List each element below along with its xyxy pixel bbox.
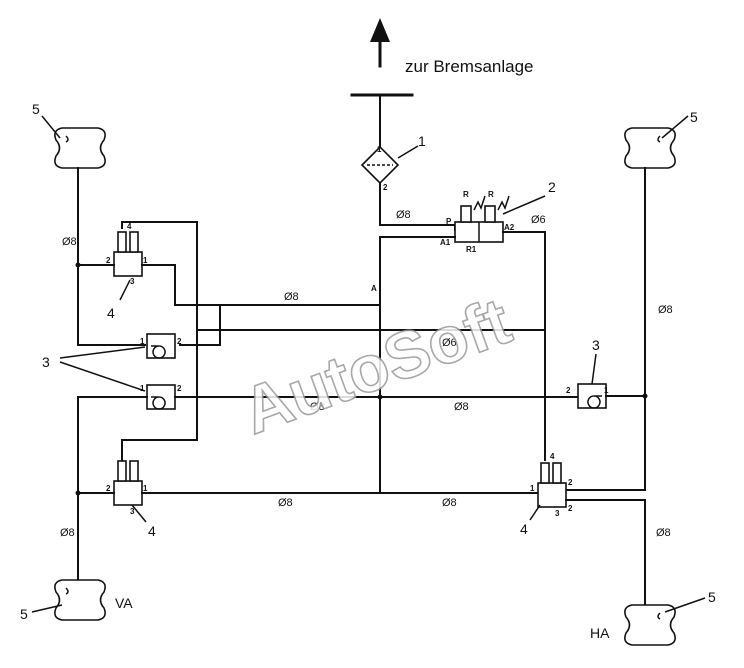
level-valve-4-right: 4 1 2 2 3 (530, 452, 573, 518)
label-d6-330: Ø6 (442, 337, 457, 349)
svg-text:2: 2 (106, 256, 111, 265)
svg-text:1: 1 (143, 256, 148, 265)
svg-text:1: 1 (377, 145, 382, 154)
leader-5-lt (41, 115, 61, 139)
label-3-right: 3 (592, 337, 600, 353)
label-d8-397a: Ø8 (310, 401, 325, 413)
svg-text:1: 1 (143, 484, 148, 493)
pipe-a1 (379, 236, 456, 494)
svg-text:2: 2 (568, 478, 573, 487)
pipe-bellows-lt (77, 167, 146, 346)
leader-5-rt (661, 115, 689, 139)
svg-text:2: 2 (566, 386, 571, 395)
pipe-left-frame (121, 221, 198, 461)
label-d8-top: Ø8 (396, 209, 411, 221)
label-4-right: 4 (520, 521, 528, 537)
label-4-lb: 4 (148, 523, 156, 539)
label-d8-493a: Ø8 (278, 497, 293, 509)
svg-text:1: 1 (140, 384, 145, 393)
pipe-x220 (179, 304, 221, 346)
label-5-rb: 5 (708, 589, 716, 605)
svg-text:4: 4 (127, 222, 132, 231)
label-d8-rt: Ø8 (658, 304, 673, 316)
leader-1 (397, 145, 419, 159)
pipe-a2 (502, 231, 546, 461)
svg-text:1: 1 (530, 484, 535, 493)
svg-text:R: R (463, 190, 469, 199)
label-d8-305: Ø8 (284, 291, 299, 303)
pipe-reservoir-to-block (379, 182, 456, 231)
svg-text:A1: A1 (440, 238, 451, 247)
label-1: 1 (418, 133, 426, 149)
svg-text:R: R (488, 190, 494, 199)
svg-text:R1: R1 (466, 245, 477, 254)
valve-block-2: P R R A2 A1 R1 (440, 190, 515, 254)
label-5-rt: 5 (690, 109, 698, 125)
pipe-bellows-rb (565, 499, 646, 606)
label-5-lt: 5 (32, 101, 40, 117)
label-2: 2 (548, 179, 556, 195)
svg-text:2: 2 (177, 384, 182, 393)
svg-text:A2: A2 (504, 223, 515, 232)
leader-5-rb (664, 597, 706, 613)
title-text: zur Bremsanlage (405, 57, 534, 76)
svg-text:3: 3 (555, 509, 560, 518)
watermark: AutoSoft (233, 283, 520, 448)
svg-text:2: 2 (568, 504, 573, 513)
leader-3b (59, 361, 146, 392)
pipe-y305 (174, 264, 381, 306)
leader-5-lb (31, 604, 63, 613)
svg-text:1: 1 (604, 386, 609, 395)
leader-4-lb (131, 504, 147, 523)
level-valve-4-top: 4 2 1 3 (106, 222, 148, 286)
label-3-left: 3 (42, 354, 50, 370)
svg-text:2: 2 (383, 183, 388, 192)
label-d8-lt: Ø8 (62, 236, 77, 248)
leader-2 (502, 195, 546, 215)
svg-text:3: 3 (130, 277, 135, 286)
air-bellows-left-bottom (54, 579, 106, 621)
svg-text:2: 2 (177, 337, 182, 346)
leader-4-top (119, 279, 131, 301)
air-bellows-right-bottom (624, 604, 676, 646)
svg-text:2: 2 (106, 484, 111, 493)
check-valve-3-a: 1 2 (140, 333, 182, 359)
svg-text:P: P (446, 217, 452, 226)
label-d8-lb: Ø8 (60, 527, 75, 539)
svg-text:3: 3 (130, 507, 135, 516)
label-d6-right: Ø6 (531, 214, 546, 226)
brake-system-arrow (370, 18, 390, 68)
label-va: VA (115, 595, 133, 611)
leader-4-right (529, 504, 541, 521)
label-4-top: 4 (107, 305, 115, 321)
label-a: A (371, 284, 377, 293)
label-d8-rb: Ø8 (656, 527, 671, 539)
leader-3a (59, 346, 146, 359)
label-d8-397b: Ø8 (454, 401, 469, 413)
label-ha: HA (590, 625, 610, 641)
svg-text:4: 4 (550, 452, 555, 461)
level-valve-4-bottom: 2 1 3 (106, 460, 148, 516)
pipe-bellows-rt (564, 167, 646, 491)
label-5-lb: 5 (20, 606, 28, 622)
pipe-left-lower (77, 396, 148, 581)
air-bellows-left-top (54, 127, 106, 169)
svg-text:1: 1 (140, 337, 145, 346)
label-d8-493b: Ø8 (442, 497, 457, 509)
